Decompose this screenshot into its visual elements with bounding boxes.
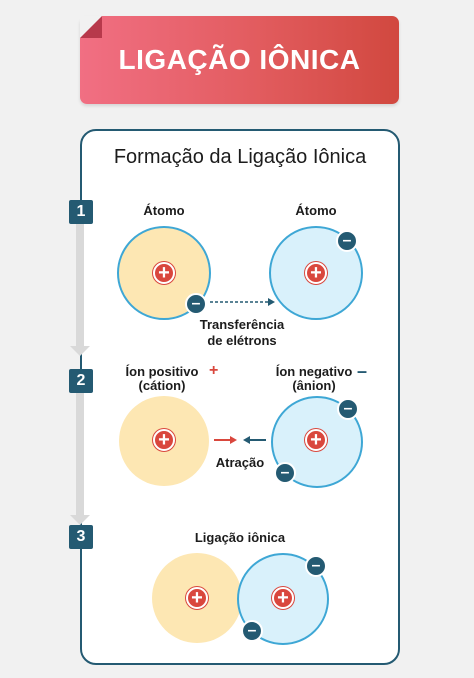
cation-label-line1: Íon positivo: [125, 364, 199, 379]
bonded-anion-electron-top: –: [305, 555, 327, 577]
cation-nucleus: +: [153, 429, 175, 451]
ionic-bond-label: Ligação iônica: [194, 530, 286, 545]
step-number-1: 1: [69, 200, 93, 224]
step-number-3: 3: [69, 525, 93, 549]
title-banner: [80, 16, 399, 104]
step1-right-atom-label: Átomo: [295, 203, 337, 218]
timeline-arrow-1: [70, 346, 90, 356]
anion-nucleus: +: [305, 429, 327, 451]
anion-electron-top: –: [337, 398, 359, 420]
step1-transferring-electron: –: [185, 293, 207, 315]
bonded-cation-nucleus: +: [186, 587, 208, 609]
electron-transfer-arrow: [210, 298, 275, 306]
transfer-label-line2: de elétrons: [207, 333, 277, 348]
step1-left-nucleus: +: [153, 262, 175, 284]
attraction-label: Atração: [215, 455, 265, 470]
cation-label-line2: (cátion): [138, 378, 186, 393]
step-number-2: 2: [69, 369, 93, 393]
anion-electron-bottom: –: [274, 462, 296, 484]
diagram-panel: [80, 129, 400, 665]
anion-negative-sign: –: [357, 361, 368, 381]
timeline-line-2: [76, 393, 84, 515]
banner-folded-corner: [80, 16, 102, 38]
bonded-anion-nucleus: +: [272, 587, 294, 609]
cation-positive-sign: +: [209, 362, 219, 379]
panel-title: Formação da Ligação Iônica: [113, 146, 367, 168]
anion-label-line2: (ânion): [292, 378, 336, 393]
timeline-line-1: [76, 224, 84, 346]
anion-label-line1: Íon negativo: [275, 364, 353, 379]
bonded-anion-electron-bottom: –: [241, 620, 263, 642]
transfer-label-line1: Transferência: [199, 317, 285, 332]
banner-title: LIGAÇÃO IÔNICA: [118, 44, 361, 75]
attraction-arrows: [214, 436, 266, 444]
step1-right-nucleus: +: [305, 262, 327, 284]
step1-right-electron: –: [336, 230, 358, 252]
step1-left-atom-label: Átomo: [143, 203, 185, 218]
timeline-arrow-2: [70, 515, 90, 525]
